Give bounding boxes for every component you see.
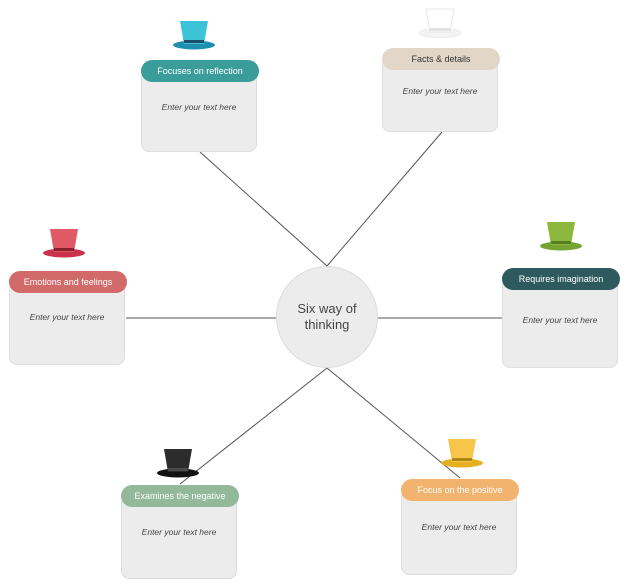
card-reflection[interactable]: Focuses on reflection Enter your text he… xyxy=(141,60,259,152)
blue-hat-icon xyxy=(173,21,215,50)
white-hat-icon xyxy=(418,8,462,38)
card-title: Emotions and feelings xyxy=(9,271,127,293)
connector-reflection xyxy=(199,151,328,267)
central-topic[interactable]: Six way of thinking xyxy=(276,266,378,368)
card-text[interactable]: Enter your text here xyxy=(421,522,497,532)
card-title: Facts & details xyxy=(382,48,500,70)
red-hat-icon xyxy=(43,229,85,258)
card-title: Focus on the positive xyxy=(401,479,519,501)
card-imagination[interactable]: Requires imagination Enter your text her… xyxy=(502,268,620,368)
card-negative[interactable]: Examines the negative Enter your text he… xyxy=(121,485,239,579)
green-hat-icon xyxy=(540,222,582,251)
card-text[interactable]: Enter your text here xyxy=(161,102,237,112)
connector-facts xyxy=(326,131,443,267)
connector-positive xyxy=(326,367,461,479)
card-text[interactable]: Enter your text here xyxy=(522,315,598,325)
card-title: Focuses on reflection xyxy=(141,60,259,82)
connector-negative xyxy=(179,367,328,485)
black-hat-icon xyxy=(157,449,199,478)
card-positive[interactable]: Focus on the positive Enter your text he… xyxy=(401,479,519,575)
card-title: Examines the negative xyxy=(121,485,239,507)
yellow-hat-icon xyxy=(441,439,483,468)
card-facts[interactable]: Facts & details Enter your text here xyxy=(382,48,500,132)
card-emotions[interactable]: Emotions and feelings Enter your text he… xyxy=(9,271,127,365)
card-title: Requires imagination xyxy=(502,268,620,290)
card-text[interactable]: Enter your text here xyxy=(29,312,105,322)
central-topic-label: Six way of thinking xyxy=(297,301,357,332)
card-text[interactable]: Enter your text here xyxy=(141,527,217,537)
card-text[interactable]: Enter your text here xyxy=(402,86,478,96)
